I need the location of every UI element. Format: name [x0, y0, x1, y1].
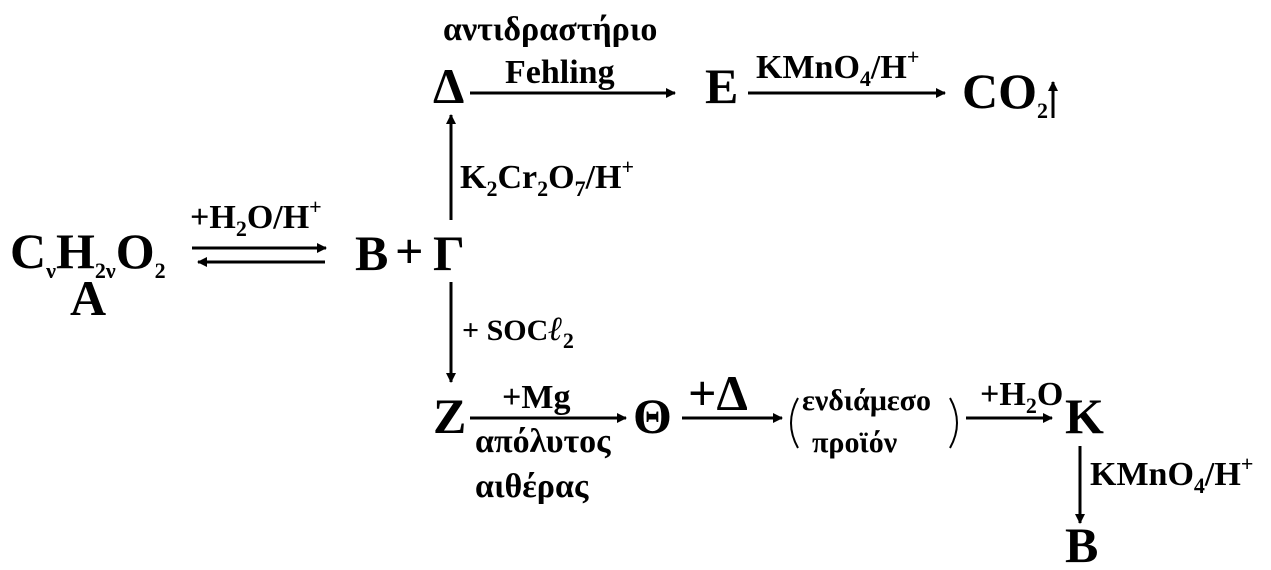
ether-line-2: αιθέρας: [475, 468, 589, 505]
dichromate-reagent: K2Cr2O7/H+: [460, 154, 634, 201]
intermediate-line-1: ενδιάμεσο: [802, 384, 931, 417]
hydrolysis-reagent: +H2O/H+: [190, 194, 322, 241]
compound-k: K: [1065, 388, 1104, 444]
compound-theta: Θ: [633, 388, 672, 444]
compound-e: E: [705, 58, 738, 114]
intermediate-left-bracket: [790, 397, 799, 449]
plus-delta-reagent: +Δ: [688, 365, 748, 421]
fehling-reagent-top: αντιδραστήριο: [443, 11, 657, 48]
compound-a-label: A: [70, 270, 106, 326]
ether-line-1: απόλυτος: [475, 423, 611, 460]
kmno4-top-reagent: KMnO4/H+: [756, 44, 919, 91]
intermediate-line-2: προϊόν: [812, 426, 898, 459]
compound-a-formula: CνH2νO2: [10, 223, 166, 283]
compound-b: B: [355, 225, 388, 281]
water-reagent: +H2O: [980, 376, 1063, 418]
compound-z: Z: [433, 388, 466, 444]
socl2-reagent: + SOCℓ2: [462, 311, 574, 353]
kmno4-bottom-reagent: KMnO4/H+: [1090, 451, 1253, 498]
fehling-reagent-bottom: Fehling: [505, 54, 615, 91]
mg-reagent: +Mg: [502, 379, 570, 416]
compound-co2: CO2: [962, 63, 1048, 123]
compound-gamma: Γ: [433, 225, 465, 281]
plus-sign: +: [395, 223, 424, 279]
compound-b-final: B: [1065, 517, 1098, 570]
intermediate-right-bracket: [949, 397, 958, 449]
compound-delta: Δ: [433, 58, 464, 114]
